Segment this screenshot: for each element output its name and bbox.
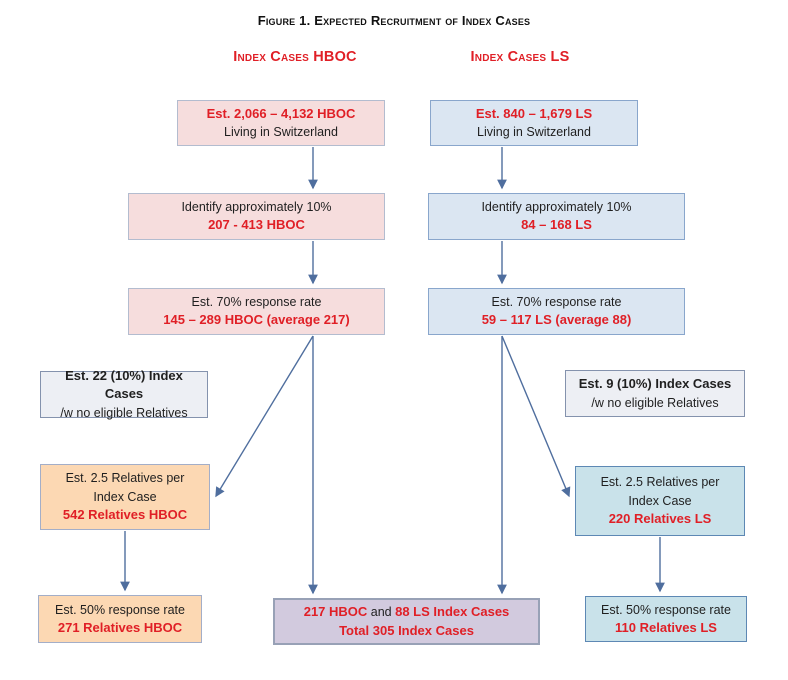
ls-step1-value: Est. 840 – 1,679 LS (475, 105, 593, 121)
column-header-ls: Index Cases LS (470, 49, 570, 65)
hboc-relatives-box: Est. 2.5 Relatives per Index Case 542 Re… (40, 464, 210, 530)
ls-no-eligible-rest: /w no eligible Relatives (591, 395, 719, 410)
arrow (501, 335, 571, 498)
total-line2: Total 305 Index Cases (339, 622, 474, 638)
ls-step3-response-box: Est. 70% response rate 59 – 117 LS (aver… (428, 288, 685, 335)
ls-response-value: 110 Relatives LS (615, 619, 717, 635)
ls-relatives-response-box: Est. 50% response rate 110 Relatives LS (585, 596, 747, 642)
ls-relatives-label1: Est. 2.5 Relatives per (600, 475, 720, 490)
ls-no-eligible-relatives-box: Est. 9 (10%) Index Cases /w no eligible … (565, 370, 745, 417)
total-conjunction: and (367, 604, 396, 619)
hboc-no-eligible-rest: /w no eligible Relatives (60, 406, 188, 421)
total-line1: 217 HBOC and 88 LS Index Cases (304, 603, 510, 622)
ls-step3-label: Est. 70% response rate (491, 295, 622, 310)
hboc-step3-label: Est. 70% response rate (191, 295, 322, 310)
ls-step2-identify-box: Identify approximately 10% 84 – 168 LS (428, 193, 685, 240)
ls-step2-value: 84 – 168 LS (521, 217, 592, 233)
ls-step1-population-box: Est. 840 – 1,679 LS Living in Switzerlan… (430, 100, 638, 146)
hboc-relatives-label2: Index Case (93, 489, 157, 504)
arrow (215, 335, 314, 498)
hboc-step2-identify-box: Identify approximately 10% 207 - 413 HBO… (128, 193, 385, 240)
ls-step1-label: Living in Switzerland (477, 125, 591, 140)
total-part1: 217 HBOC (303, 603, 368, 619)
ls-step3-value: 59 – 117 LS (average 88) (481, 312, 632, 328)
hboc-step3-value: 145 – 289 HBOC (average 217) (163, 312, 350, 328)
hboc-step3-response-box: Est. 70% response rate 145 – 289 HBOC (a… (128, 288, 385, 335)
column-header-hboc: Index Cases HBOC (233, 49, 357, 65)
ls-response-label: Est. 50% response rate (601, 602, 731, 617)
ls-relatives-box: Est. 2.5 Relatives per Index Case 220 Re… (575, 466, 745, 536)
ls-relatives-label2: Index Case (628, 493, 692, 508)
ls-no-eligible-bold: Est. 9 (10%) Index Cases (578, 376, 732, 392)
hboc-step1-population-box: Est. 2,066 – 4,132 HBOC Living in Switze… (177, 100, 385, 146)
hboc-relatives-response-box: Est. 50% response rate 271 Relatives HBO… (38, 595, 202, 643)
hboc-no-eligible-relatives-box: Est. 22 (10%) Index Cases /w no eligible… (40, 368, 208, 420)
hboc-relatives-value: 542 Relatives HBOC (62, 506, 188, 522)
hboc-step1-value: Est. 2,066 – 4,132 HBOC (206, 105, 356, 121)
hboc-relatives-label1: Est. 2.5 Relatives per (65, 471, 185, 486)
total-part2: 88 LS Index Cases (395, 603, 510, 619)
hboc-response-label: Est. 50% response rate (55, 602, 185, 617)
ls-relatives-value: 220 Relatives LS (608, 510, 712, 526)
ls-step2-label: Identify approximately 10% (481, 200, 632, 215)
hboc-step2-value: 207 - 413 HBOC (208, 217, 305, 233)
hboc-no-eligible-bold: Est. 22 (10%) Index Cases (65, 367, 183, 402)
hboc-response-value: 271 Relatives HBOC (57, 619, 183, 635)
total-index-cases-box: 217 HBOC and 88 LS Index Cases Total 305… (273, 598, 540, 645)
hboc-step1-label: Living in Switzerland (224, 125, 338, 140)
figure-title: Figure 1. Expected Recruitment of Index … (257, 13, 531, 28)
hboc-step2-label: Identify approximately 10% (181, 200, 332, 215)
